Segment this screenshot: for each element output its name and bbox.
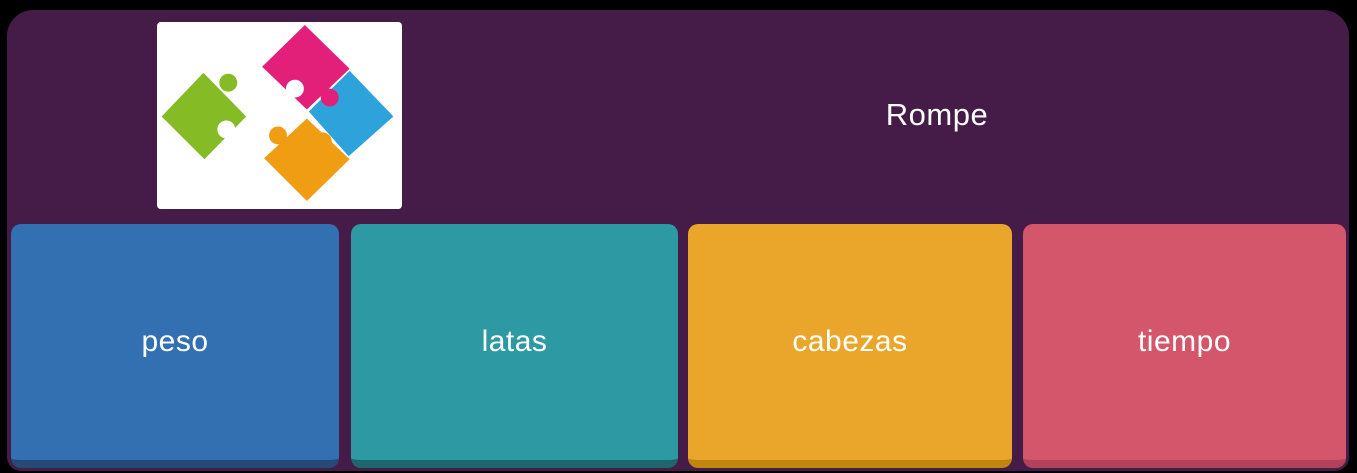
answer-button-cabezas[interactable]: cabezas [688,224,1012,468]
quiz-panel: Rompe peso latas cabezas tiempo [7,10,1349,471]
answer-button-peso[interactable]: peso [11,224,339,468]
answer-label: cabezas [792,325,908,358]
answer-button-latas[interactable]: latas [351,224,678,468]
puzzle-pieces-icon [157,22,402,209]
answer-button-tiempo[interactable]: tiempo [1023,224,1346,468]
answer-label: peso [141,325,209,358]
question-text: Rompe [885,97,989,132]
question-image [157,22,402,209]
answer-label: latas [481,325,548,358]
answer-label: tiempo [1137,325,1232,358]
